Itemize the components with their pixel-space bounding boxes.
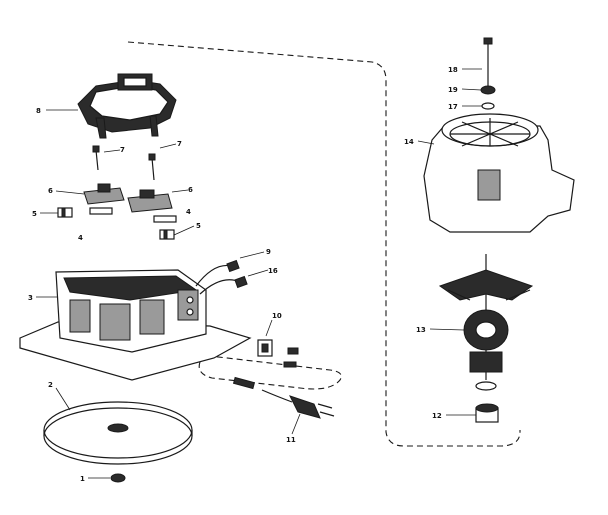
- callout-11: 11: [286, 436, 296, 444]
- part-brush-clip-left: [83, 183, 125, 205]
- callout-16: 16: [268, 267, 278, 275]
- leader-6b: [171, 189, 189, 193]
- callout-18: 18: [448, 66, 458, 74]
- part-cord-strain-relief: [232, 376, 256, 390]
- part-power-plug: [261, 389, 335, 419]
- part-washer: [480, 85, 496, 95]
- leader-11: [291, 413, 301, 435]
- callout-8: 8: [36, 107, 41, 115]
- part-nut: [110, 473, 126, 483]
- part-brush-right: [153, 215, 177, 223]
- leader-7b: [159, 143, 177, 149]
- leader-16: [247, 269, 269, 277]
- leader-6a: [55, 190, 85, 195]
- part-nut-small: [481, 102, 495, 110]
- callout-2: 2: [48, 381, 53, 389]
- callout-1: 1: [80, 475, 85, 483]
- part-motor-housing: [423, 113, 575, 233]
- part-platter: [43, 401, 193, 465]
- leader-19: [461, 88, 482, 91]
- callout-5a: 5: [32, 210, 37, 218]
- callout-4b: 4: [186, 208, 191, 216]
- part-brush-cap-left: [57, 207, 73, 218]
- callout-6a: 6: [48, 187, 53, 195]
- part-screw-right: [148, 153, 156, 181]
- callout-4a: 4: [78, 234, 83, 242]
- part-brush-holder-assembly: [77, 73, 177, 139]
- callout-19: 19: [448, 86, 458, 94]
- callout-7a: 7: [120, 146, 125, 154]
- part-cord-leads: [195, 259, 248, 295]
- callout-10: 10: [272, 312, 282, 320]
- part-brush-left: [89, 207, 113, 215]
- leader-9: [239, 251, 265, 259]
- assembly-dashed-outline: [127, 41, 521, 447]
- cord-dashed-loop: [198, 355, 342, 390]
- leader-13: [429, 328, 465, 331]
- leader-14: [417, 140, 435, 145]
- callout-5b: 5: [196, 222, 201, 230]
- part-bearing: [475, 403, 499, 423]
- leader-10: [265, 319, 273, 337]
- callout-13: 13: [416, 326, 426, 334]
- part-screw-left: [92, 145, 100, 171]
- part-connector-a: [287, 347, 299, 355]
- part-brush-cap-right: [159, 229, 175, 240]
- callout-14: 14: [404, 138, 414, 146]
- leader-2: [55, 387, 71, 411]
- callout-9: 9: [266, 248, 271, 256]
- leader-5b: [173, 225, 195, 236]
- callout-12: 12: [432, 412, 442, 420]
- callout-6b: 6: [188, 186, 193, 194]
- part-connector-b: [283, 361, 297, 368]
- leader-7a: [103, 149, 121, 153]
- callout-17: 17: [448, 103, 458, 111]
- callout-3: 3: [28, 294, 33, 302]
- callout-7b: 7: [177, 140, 182, 148]
- part-brush-clip-right: [127, 189, 173, 213]
- part-base-housing: [19, 269, 252, 381]
- part-cord-bushing: [257, 339, 273, 357]
- part-armature-fan: [438, 254, 534, 391]
